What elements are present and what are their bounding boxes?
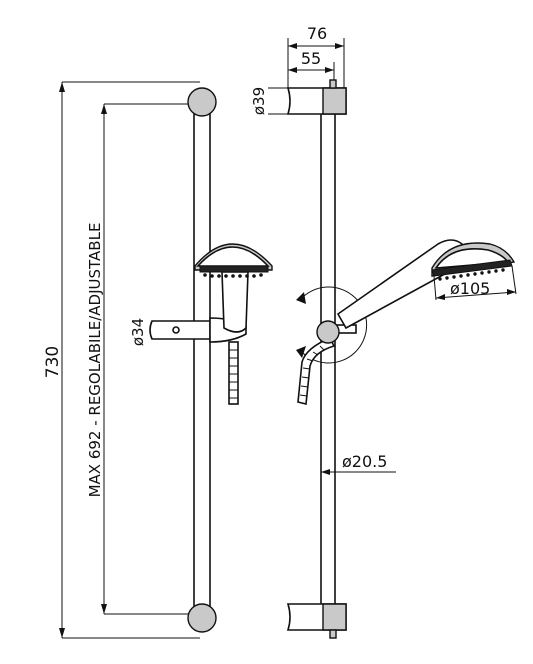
front-slide-bar	[193, 95, 211, 627]
side-hand-shower	[336, 239, 516, 330]
rotation-indicator	[296, 286, 368, 364]
side-bottom-bracket	[286, 603, 347, 639]
side-hose	[297, 336, 336, 405]
front-hand-shower	[194, 243, 273, 333]
dimension-head-diameter: ø105	[433, 265, 517, 301]
dimension-76: 76	[287, 24, 345, 88]
front-top-bracket	[187, 87, 217, 117]
side-view: 76 55 ø39	[250, 24, 517, 639]
head-diameter-label: ø105	[450, 279, 490, 298]
bar-diameter-label: ø20.5	[342, 452, 387, 471]
side-top-bracket: ø39	[250, 79, 347, 115]
spray-nozzles-front	[199, 265, 269, 278]
bracket-diameter-label: ø39	[250, 87, 268, 115]
dimension-55-label: 55	[301, 49, 321, 68]
side-holder	[316, 320, 357, 344]
dimension-adjustable-label: MAX 692 - REGOLABILE/ADJUSTABLE	[86, 223, 104, 498]
dimension-55: 55	[288, 49, 335, 88]
front-bottom-bracket	[187, 603, 217, 633]
dimension-adjustable: MAX 692 - REGOLABILE/ADJUSTABLE	[86, 103, 192, 615]
spray-nozzles-side	[431, 259, 513, 281]
front-hose	[228, 341, 239, 405]
dimension-76-label: 76	[307, 24, 327, 43]
dimension-730-label: 730	[43, 346, 63, 378]
holder-diameter-label: ø34	[129, 318, 147, 346]
side-slide-bar	[320, 95, 336, 617]
dimension-730: 730	[43, 81, 200, 639]
dimension-bar-diameter: ø20.5	[321, 452, 396, 475]
front-view: 730 MAX 692 - REGOLABILE/ADJUSTABLE ø34	[43, 81, 273, 639]
